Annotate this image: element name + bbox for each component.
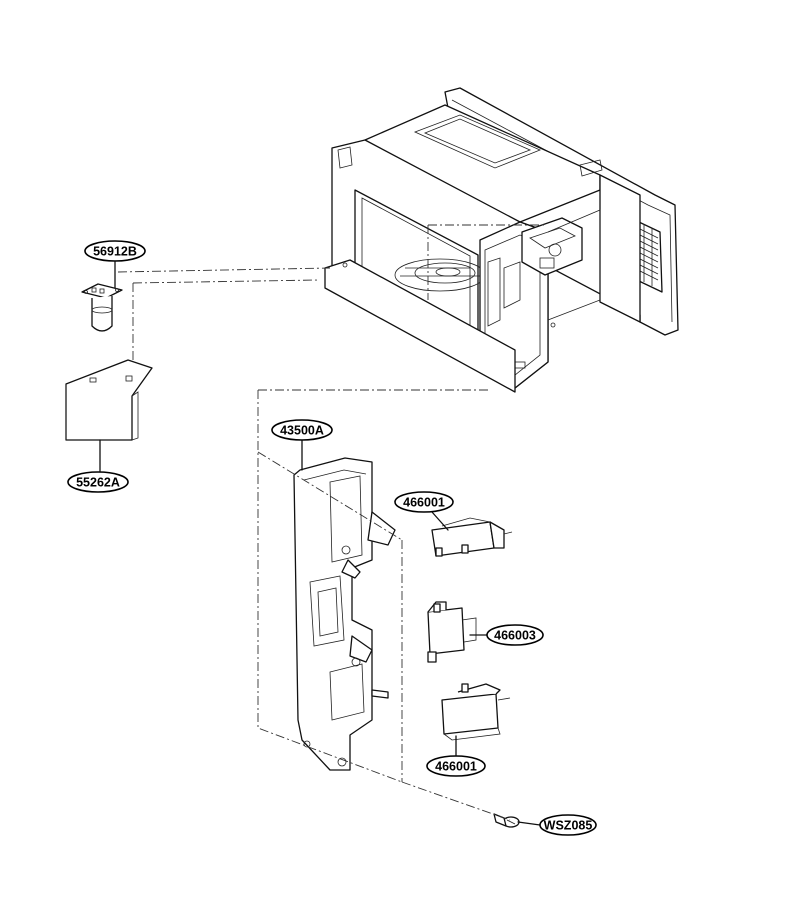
label-466001-top: 466001 bbox=[394, 491, 454, 513]
assembly-lines bbox=[117, 224, 545, 821]
leader-lines bbox=[99, 261, 541, 826]
label-55262A: 55262A bbox=[67, 471, 129, 493]
micro-switch-middle bbox=[427, 601, 477, 663]
label-43500A: 43500A bbox=[271, 419, 333, 441]
turntable bbox=[394, 258, 486, 292]
oven-cavity-assembly bbox=[324, 87, 679, 393]
label-56912B-text: 56912B bbox=[93, 245, 137, 259]
micro-switch-top bbox=[431, 517, 513, 557]
label-55262A-text: 55262A bbox=[76, 476, 120, 490]
label-56912B: 56912B bbox=[84, 240, 146, 262]
label-WSZ085-text: WSZ085 bbox=[544, 819, 593, 833]
label-WSZ085: WSZ085 bbox=[539, 814, 597, 836]
cover-bracket-part bbox=[65, 359, 153, 441]
timer-motor bbox=[521, 217, 583, 276]
thermal-cutout-part bbox=[81, 283, 123, 332]
label-43500A-text: 43500A bbox=[280, 424, 324, 438]
screw-part bbox=[493, 813, 520, 828]
latch-board-part bbox=[293, 457, 396, 771]
label-466001-top-text: 466001 bbox=[403, 496, 445, 510]
label-466001-bottom-text: 466001 bbox=[435, 760, 477, 774]
label-466003-text: 466003 bbox=[494, 629, 536, 643]
label-466001-bottom: 466001 bbox=[426, 755, 486, 777]
micro-switch-bottom bbox=[441, 683, 511, 741]
label-466003: 466003 bbox=[486, 624, 544, 646]
